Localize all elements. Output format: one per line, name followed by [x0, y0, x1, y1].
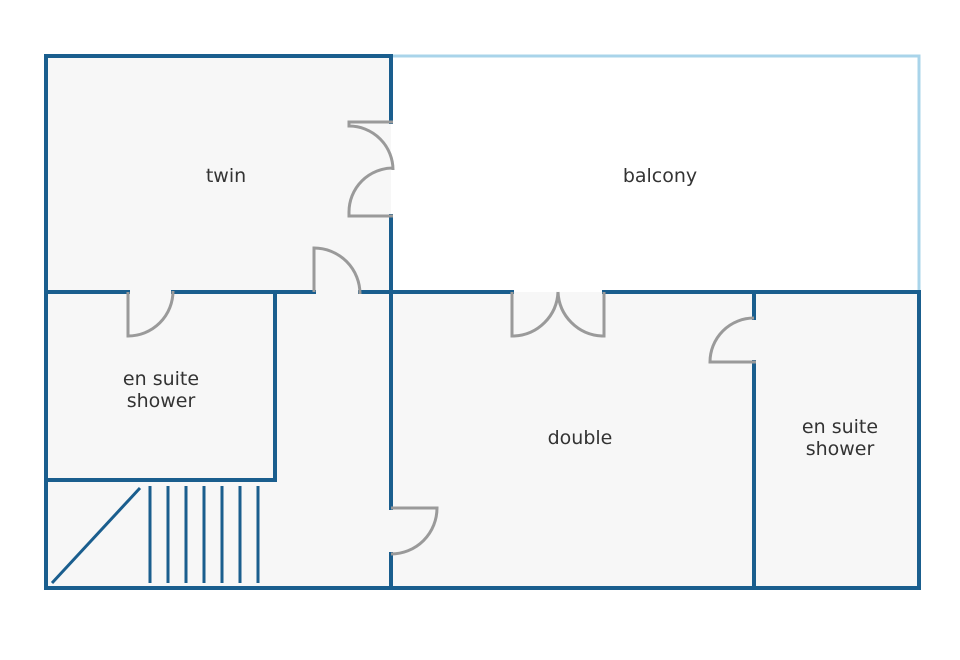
twin-balcony-door-upper: [347, 120, 395, 171]
balcony-floor: [391, 56, 919, 292]
ensuite-right-door: [708, 316, 756, 364]
room-label-double: double: [548, 427, 613, 449]
stair-diagonal: [50, 486, 142, 585]
balcony-double-door-left: [510, 291, 560, 338]
room-label-twin: twin: [206, 165, 246, 187]
ensuite-left-door: [126, 290, 175, 338]
wall-outer: [44, 54, 921, 590]
room-label-en-suite-right-line2: shower: [806, 438, 875, 460]
walls: [44, 54, 921, 590]
room-label-en-suite-right-line1: en suite: [802, 416, 878, 438]
doors: [126, 120, 756, 556]
hall-floor: [275, 292, 391, 588]
room-label-en-suite-left-line2: shower: [127, 390, 196, 412]
double-floor: [391, 292, 754, 588]
balcony-double-door-right: [556, 291, 606, 338]
twin-balcony-door-lower: [347, 166, 394, 218]
room-labels: twin balcony en suite shower double en s…: [123, 165, 878, 460]
balcony-outline: [391, 54, 921, 292]
floors: [46, 56, 919, 588]
hall-double-door: [390, 506, 439, 556]
stairs: [50, 486, 260, 585]
hall-twin-door: [312, 246, 362, 295]
room-label-balcony: balcony: [623, 165, 697, 187]
room-label-en-suite-left-line1: en suite: [123, 368, 199, 390]
en-suite-right-floor: [754, 292, 919, 588]
stair-floor: [46, 480, 275, 588]
